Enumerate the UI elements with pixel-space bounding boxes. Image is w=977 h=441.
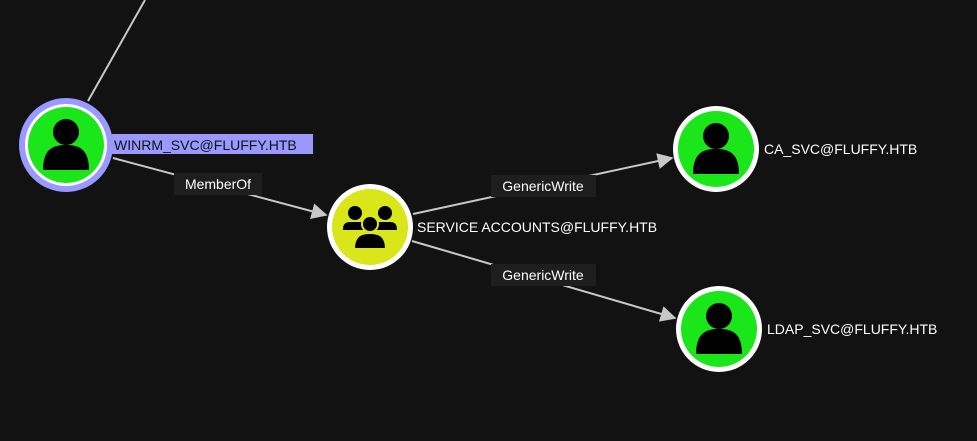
edge-label-memberof[interactable]: MemberOf — [174, 173, 262, 195]
svg-text:LDAP_SVC@FLUFFY.HTB: LDAP_SVC@FLUFFY.HTB — [767, 321, 937, 337]
edge-label-genericwrite-ca[interactable]: GenericWrite — [491, 175, 596, 197]
node-ca-svc[interactable]: CA_SVC@FLUFFY.HTB — [673, 106, 917, 192]
svg-text:WINRM_SVC@FLUFFY.HTB: WINRM_SVC@FLUFFY.HTB — [114, 137, 297, 153]
node-service-accounts[interactable]: SERVICE ACCOUNTS@FLUFFY.HTB — [327, 184, 657, 270]
svg-text:GenericWrite: GenericWrite — [502, 267, 584, 283]
svg-text:SERVICE ACCOUNTS@FLUFFY.HTB: SERVICE ACCOUNTS@FLUFFY.HTB — [417, 219, 657, 235]
edge-offscreen[interactable] — [87, 0, 146, 102]
edge-label-genericwrite-ldap[interactable]: GenericWrite — [491, 264, 596, 286]
node-ldap-svc[interactable]: LDAP_SVC@FLUFFY.HTB — [676, 286, 937, 372]
svg-text:MemberOf: MemberOf — [185, 176, 251, 192]
node-winrm-svc[interactable]: WINRM_SVC@FLUFFY.HTB — [19, 98, 313, 192]
svg-text:CA_SVC@FLUFFY.HTB: CA_SVC@FLUFFY.HTB — [764, 141, 917, 157]
svg-text:GenericWrite: GenericWrite — [502, 178, 584, 194]
